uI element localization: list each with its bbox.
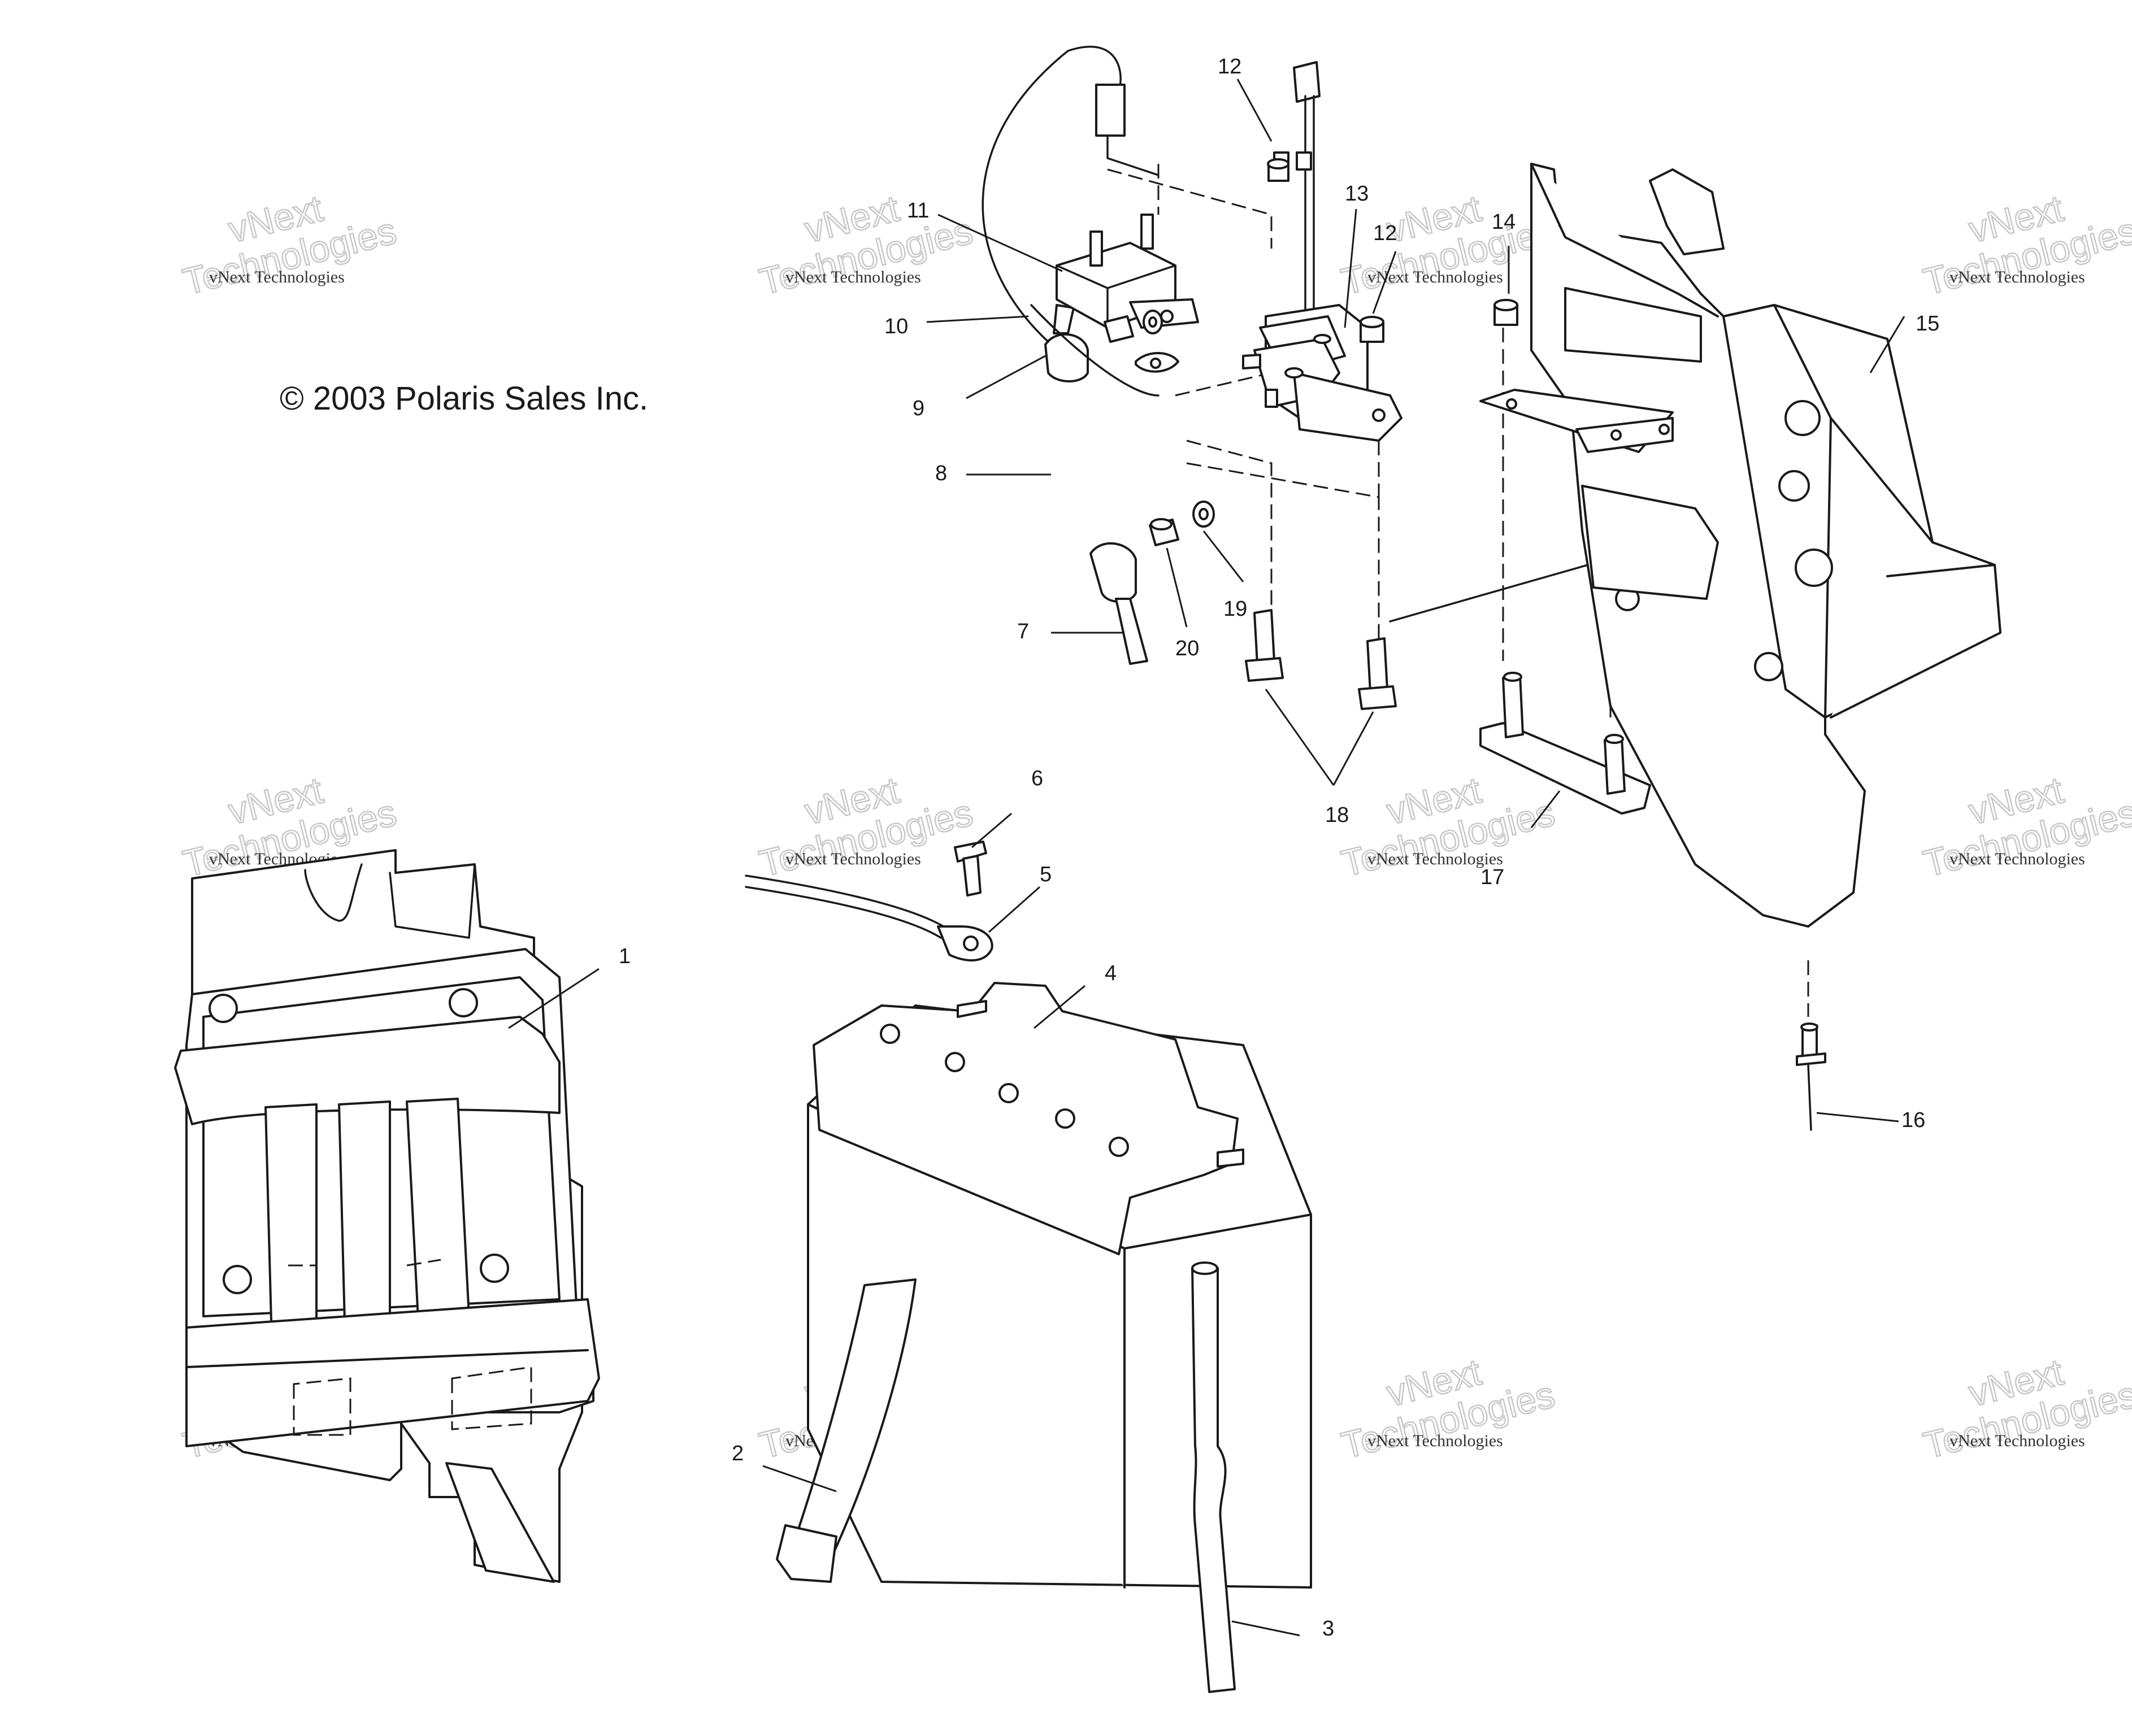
terminal-screw (954, 841, 987, 897)
watermark: Technologies vNext vNext Technologies (754, 186, 977, 303)
callout-2: 2 (732, 1442, 744, 1465)
callout-8: 8 (935, 462, 947, 485)
callout-6: 6 (1031, 767, 1043, 790)
svg-text:vNext Technologies: vNext Technologies (785, 850, 921, 868)
watermark: Technologies vNext vNext Technologies (754, 768, 977, 885)
callout-12-b: 12 (1373, 221, 1397, 245)
callout-12: 12 (1218, 55, 1241, 79)
svg-text:vNext Technologies: vNext Technologies (1949, 850, 2085, 868)
washer (1143, 310, 1163, 334)
battery-strap (776, 1278, 917, 1583)
callout-16: 16 (1901, 1108, 1925, 1132)
svg-text:vNext Technologies: vNext Technologies (1367, 850, 1503, 868)
callout-13: 13 (1345, 182, 1369, 206)
callout-labels: 1 2 3 4 5 6 7 8 9 10 11 12 12 13 14 15 1… (619, 55, 1939, 1641)
svg-text:vNext Technologies: vNext Technologies (1949, 268, 2085, 286)
watermark: Technologies vNext vNext Technologies (178, 186, 401, 303)
watermark: Technologies vNext vNext Technologies (1918, 186, 2132, 303)
cable-with-boot (1089, 542, 1148, 665)
starter-solenoid (1242, 61, 1402, 442)
callout-9: 9 (913, 397, 924, 420)
svg-text:vNext Technologies: vNext Technologies (1949, 1432, 2085, 1450)
nut (1360, 316, 1384, 343)
washer (1192, 501, 1215, 528)
svg-text:vNext Technologies: vNext Technologies (1367, 1432, 1503, 1450)
copyright-text: © 2003 Polaris Sales Inc. (280, 380, 648, 417)
vent-tube (1191, 1261, 1236, 1693)
nut (1104, 315, 1134, 343)
callout-7: 7 (1017, 620, 1029, 643)
callout-17: 17 (1480, 865, 1504, 889)
callout-18: 18 (1325, 803, 1349, 827)
callout-19: 19 (1223, 597, 1247, 621)
callout-14: 14 (1492, 210, 1516, 234)
callout-20: 20 (1175, 637, 1199, 660)
wire-harness (982, 46, 1160, 397)
battery-cable (745, 874, 993, 961)
watermark: Technologies vNext vNext Technologies (1918, 768, 2132, 885)
watermark: Technologies vNext vNext Technologies (1336, 1350, 1559, 1467)
bolt (1245, 609, 1284, 682)
callout-11: 11 (907, 199, 929, 223)
watermark: Technologies vNext vNext Technologies (1336, 768, 1559, 885)
battery-box (174, 849, 600, 1583)
svg-text:vNext Technologies: vNext Technologies (1367, 268, 1503, 286)
callout-10: 10 (884, 315, 908, 338)
watermark: Technologies vNext vNext Technologies (1918, 1350, 2132, 1467)
mounting-bracket (1479, 163, 2001, 928)
terminal-boot (1044, 304, 1089, 382)
battery (807, 982, 1312, 1589)
svg-text:vNext Technologies: vNext Technologies (209, 268, 345, 286)
nut (1493, 299, 1518, 326)
callout-3: 3 (1322, 1617, 1334, 1641)
callout-leaders (508, 79, 1905, 1637)
bolt (1358, 637, 1397, 710)
nut (1267, 158, 1289, 182)
callout-15: 15 (1916, 312, 1939, 336)
callout-1: 1 (619, 945, 631, 968)
relay-module (1056, 164, 1273, 397)
callout-5: 5 (1040, 863, 1052, 886)
callout-4: 4 (1105, 961, 1117, 985)
stud-plate (1479, 672, 1651, 815)
svg-text:vNext Technologies: vNext Technologies (785, 268, 921, 286)
rivet (1796, 1023, 1826, 1131)
nut (1149, 518, 1179, 546)
